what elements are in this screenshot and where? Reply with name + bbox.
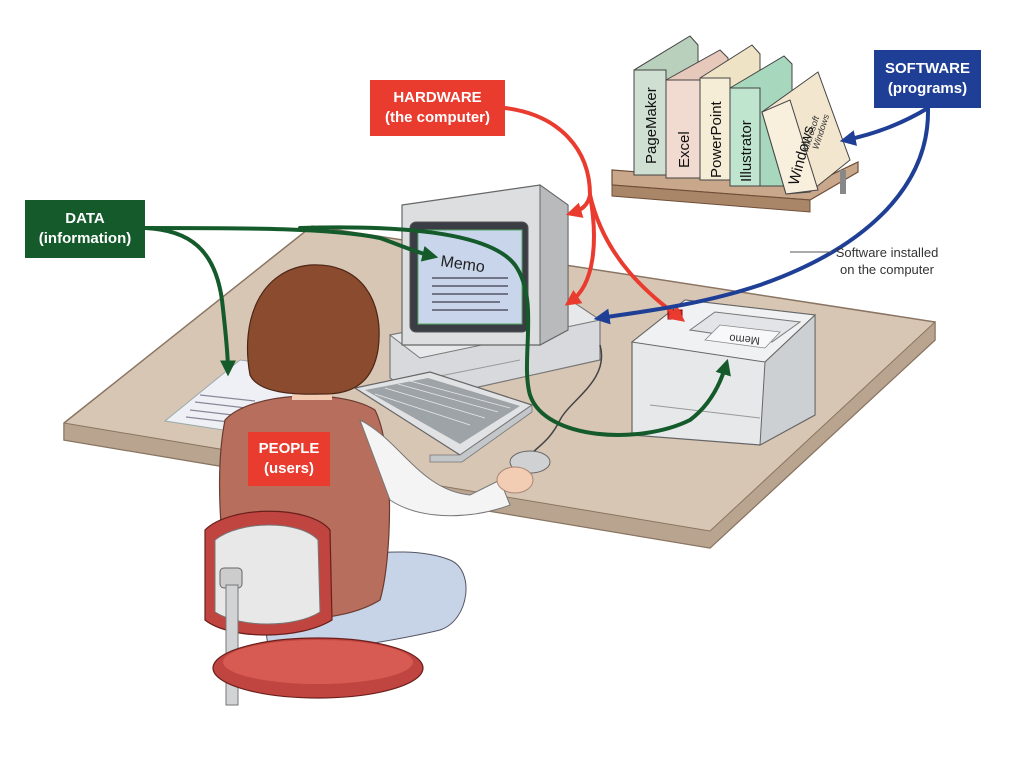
software-label-line-2: (programs) xyxy=(887,80,968,97)
software-arrows xyxy=(593,106,931,325)
chair xyxy=(204,510,424,706)
data-label-line-2: (information) xyxy=(38,230,132,247)
people-label: PEOPLE (users) xyxy=(248,432,330,486)
software-installed-note: Software installed on the computer xyxy=(832,244,942,278)
software-label-line-1: SOFTWARE xyxy=(885,60,970,77)
hardware-label-line-2: (the computer) xyxy=(385,109,490,126)
software-note-line-2: on the computer xyxy=(840,262,934,277)
hardware-arrows xyxy=(503,106,686,322)
printer-memo-text: Memo xyxy=(729,332,760,347)
people-label-line-2: (users) xyxy=(263,460,315,477)
keyboard xyxy=(353,371,534,463)
book-windows: Windows Microsoft Windows xyxy=(761,71,851,195)
book-label: Excel xyxy=(676,131,693,168)
person-user xyxy=(218,264,534,661)
book-label: PowerPoint xyxy=(708,100,725,178)
books: PageMaker Excel PowerPoint Illustrator W… xyxy=(633,35,851,195)
data-arrows xyxy=(143,225,731,437)
book-label: Illustrator xyxy=(738,120,755,182)
software-label: SOFTWARE (programs) xyxy=(874,50,981,108)
people-label-line-1: PEOPLE xyxy=(258,440,320,457)
screen-memo-text: Memo xyxy=(439,253,485,276)
hardware-label: HARDWARE (the computer) xyxy=(370,80,505,136)
hardware-label-line-1: HARDWARE xyxy=(393,89,482,106)
data-label-line-1: DATA xyxy=(65,210,105,227)
software-note-line-1: Software installed xyxy=(835,245,939,260)
book-label: PageMaker xyxy=(643,87,660,164)
data-label: DATA (information) xyxy=(25,200,145,258)
book-illustrator: Illustrator xyxy=(729,55,793,187)
